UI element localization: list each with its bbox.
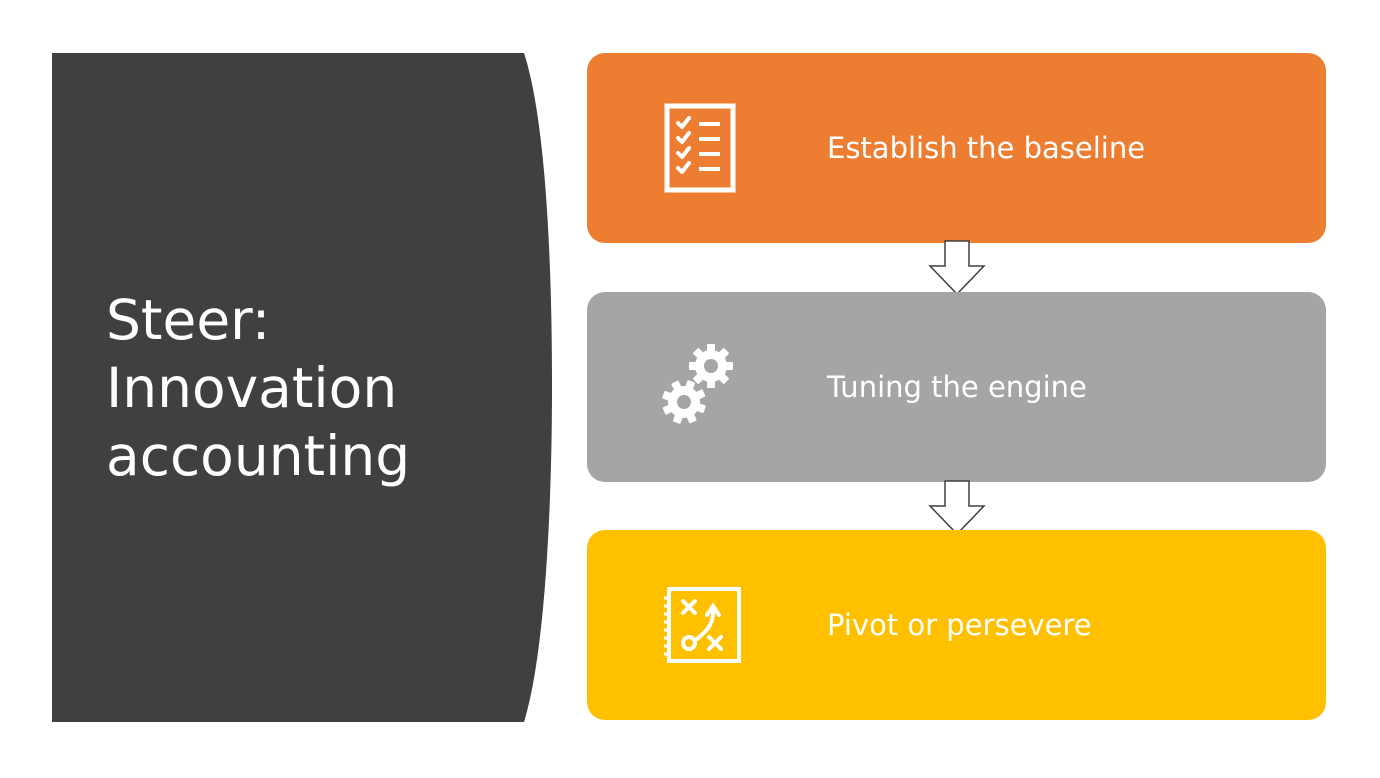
title-line-1: Steer: bbox=[106, 288, 271, 352]
down-arrow-icon bbox=[928, 480, 986, 536]
title-line-2: Innovation bbox=[106, 356, 398, 420]
down-arrow-icon bbox=[928, 240, 986, 296]
gears-icon bbox=[647, 332, 757, 442]
title-line-3: accounting bbox=[106, 424, 411, 488]
title-panel bbox=[52, 53, 552, 722]
step-box-pivot-persevere: Pivot or persevere bbox=[587, 530, 1326, 720]
strategy-notebook-icon bbox=[647, 570, 757, 680]
step-label-establish-baseline: Establish the baseline bbox=[827, 131, 1146, 165]
step-label-tuning-engine: Tuning the engine bbox=[827, 370, 1087, 404]
slide-title: Steer: Innovation accounting bbox=[106, 286, 526, 490]
title-panel-shape bbox=[52, 53, 552, 722]
step-box-establish-baseline: Establish the baseline bbox=[587, 53, 1326, 243]
step-box-tuning-engine: Tuning the engine bbox=[587, 292, 1326, 482]
step-label-pivot-persevere: Pivot or persevere bbox=[827, 608, 1092, 642]
checklist-icon bbox=[647, 93, 757, 203]
